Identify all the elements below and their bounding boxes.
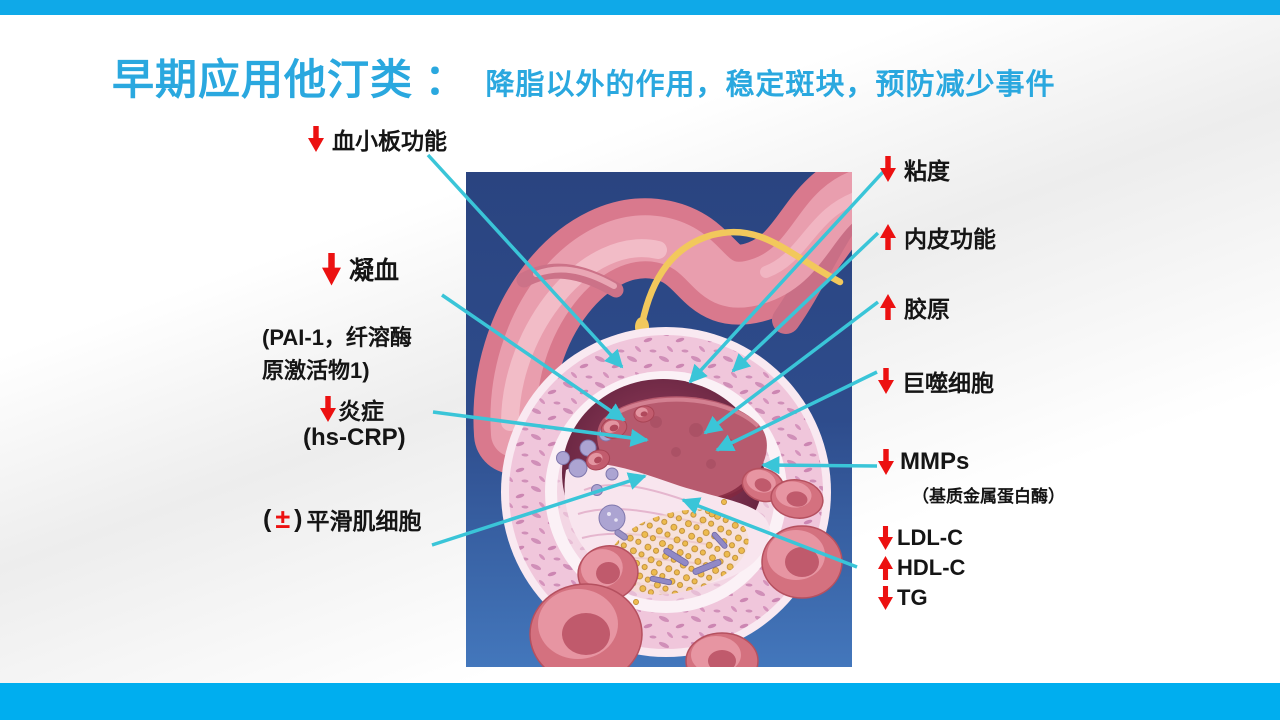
bottom-accent-bar — [0, 683, 1280, 720]
down-arrow-icon — [320, 396, 336, 422]
label-viscosity: 粘度 — [880, 152, 950, 186]
label-mmps-note: （基质金属蛋白酶） — [912, 487, 1065, 506]
label-hscrp: (hs-CRP) — [303, 424, 406, 451]
label-macrophage-text: 巨噬细胞 — [902, 371, 994, 396]
down-arrow-icon — [878, 526, 893, 550]
down-arrow-icon — [308, 126, 324, 152]
up-arrow-icon — [880, 224, 896, 250]
down-arrow-icon — [322, 252, 341, 286]
label-endothelial-text: 内皮功能 — [904, 227, 996, 252]
label-smooth-muscle-text: 平滑肌细胞 — [306, 509, 422, 534]
label-macrophage: 巨噬细胞 — [878, 364, 994, 398]
label-endothelial-function: 内皮功能 — [880, 220, 996, 254]
label-pai1-line2: 原激活物1) — [262, 358, 370, 383]
up-arrow-icon — [880, 294, 896, 320]
label-platelet-function: 血小板功能 — [308, 122, 447, 156]
label-mmps: MMPs — [878, 448, 969, 476]
title-subtitle: 降脂以外的作用，稳定斑块，预防减少事件 — [485, 69, 1056, 101]
label-hdl-c: HDL-C — [878, 555, 965, 581]
label-pai1-line1: (PAI-1，纤溶酶 — [262, 325, 412, 350]
label-mmps-text: MMPs — [900, 448, 970, 475]
label-platelet-text: 血小板功能 — [332, 129, 447, 154]
label-tg: TG — [878, 585, 928, 611]
label-coagulation-text: 凝血 — [349, 258, 400, 285]
label-coagulation: 凝血 — [322, 251, 399, 287]
top-accent-bar — [0, 0, 1280, 15]
slide-title: 早期应用他汀类 ： 降脂以外的作用，稳定斑块，预防减少事件 — [112, 46, 1056, 107]
label-smooth-muscle: ( ± ) 平滑肌细胞 — [263, 502, 421, 536]
down-arrow-icon — [880, 156, 896, 182]
open-paren: ( — [263, 504, 272, 533]
label-inflammation: 炎症 — [320, 392, 384, 426]
label-ldl-text: LDL-C — [897, 525, 963, 550]
close-paren: ) — [294, 504, 303, 533]
label-tg-text: TG — [897, 585, 928, 610]
label-collagen-text: 胶原 — [904, 297, 950, 322]
artery-cross-section-illustration — [466, 172, 852, 667]
label-hdl-text: HDL-C — [897, 555, 966, 580]
label-inflammation-text: 炎症 — [338, 399, 384, 424]
label-viscosity-text: 粘度 — [904, 159, 950, 184]
down-arrow-icon — [878, 449, 894, 475]
label-ldl-c: LDL-C — [878, 525, 963, 551]
label-collagen: 胶原 — [880, 290, 950, 324]
title-main: 早期应用他汀类 ： — [112, 58, 468, 104]
down-arrow-icon — [878, 368, 894, 394]
plus-minus-icon: ± — [275, 503, 291, 534]
down-arrow-icon — [878, 586, 893, 610]
up-arrow-icon — [878, 556, 893, 580]
